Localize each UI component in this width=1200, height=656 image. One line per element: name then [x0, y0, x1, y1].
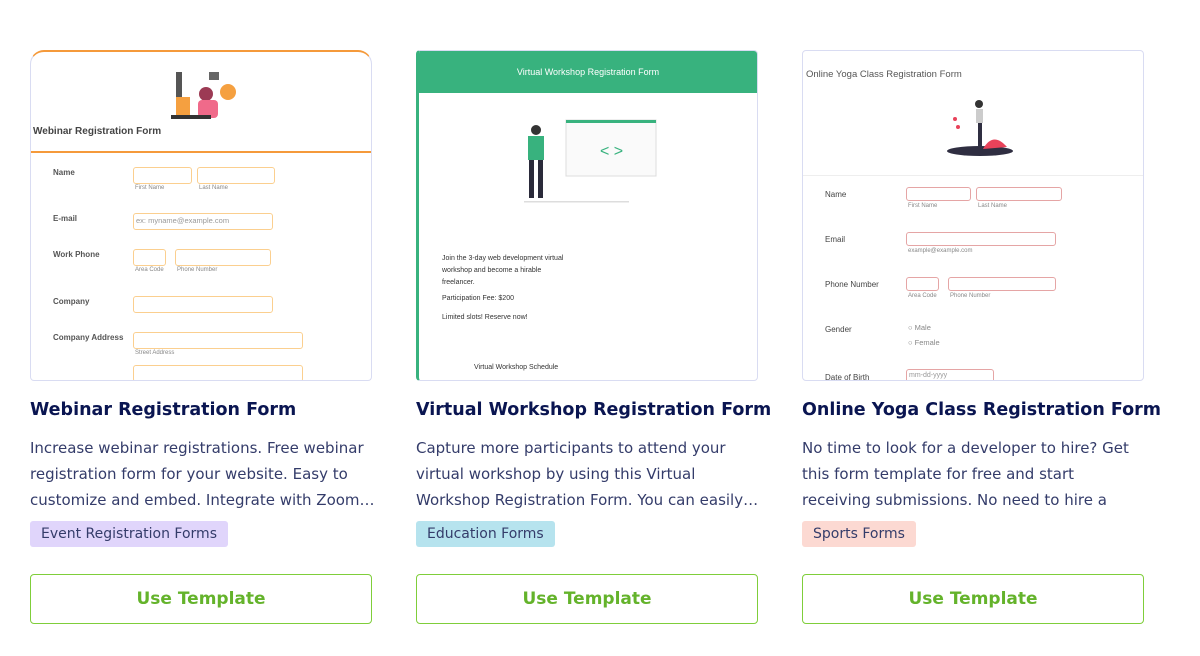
card-title[interactable]: Webinar Registration Form	[30, 400, 297, 420]
field-label: Company Address	[53, 333, 124, 342]
field-label: Name	[825, 190, 847, 199]
preview-intro: Join the 3-day web development virtual w…	[442, 255, 564, 286]
field-label: Company	[53, 297, 90, 306]
preview-slots: Limited slots! Reserve now!	[442, 314, 528, 321]
field-label: Email	[825, 235, 846, 244]
option-label: Female	[914, 338, 940, 347]
radio-option-female[interactable]: ○ Female	[908, 338, 940, 347]
field-label: Phone Number	[825, 280, 879, 289]
divider	[31, 151, 371, 153]
template-preview[interactable]: Virtual Workshop Registration Form < > J…	[416, 50, 758, 381]
template-preview[interactable]: Online Yoga Class Registration Form Name…	[802, 50, 1144, 381]
preview-heading: Webinar Registration Form	[33, 126, 162, 137]
sublabel: example@example.com	[908, 248, 973, 254]
card-description: Capture more participants to attend your…	[416, 439, 759, 509]
sublabel: Last Name	[199, 185, 229, 191]
date-placeholder: mm-dd-yyyy	[909, 372, 948, 379]
sublabel: First Name	[135, 185, 165, 191]
use-template-button[interactable]: Use Template	[416, 574, 758, 624]
field-label: Gender	[825, 325, 852, 334]
radio-option-male[interactable]: ○ Male	[908, 323, 931, 332]
template-card-webinar: Webinar Registration Form Name First Nam…	[30, 50, 375, 624]
preview-fee: Participation Fee: $200	[442, 295, 514, 302]
card-description: No time to look for a developer to hire?…	[802, 439, 1129, 509]
category-tag[interactable]: Education Forms	[416, 521, 555, 547]
sublabel: Street Address	[135, 350, 175, 356]
sublabel: Last Name	[978, 203, 1008, 209]
field-label: E-mail	[53, 214, 78, 223]
illustration-icon	[171, 72, 236, 119]
svg-text:< >: < >	[600, 143, 623, 160]
email-placeholder: ex: myname@example.com	[136, 216, 230, 225]
template-preview[interactable]: Webinar Registration Form Name First Nam…	[30, 50, 372, 381]
divider	[803, 175, 1143, 176]
sublabel: Area Code	[908, 293, 937, 299]
use-template-button[interactable]: Use Template	[30, 574, 372, 624]
preview-header	[419, 51, 757, 93]
template-card-virtual-workshop: Virtual Workshop Registration Form < > J…	[416, 50, 771, 624]
card-title[interactable]: Virtual Workshop Registration Form	[416, 400, 772, 420]
sublabel: Phone Number	[177, 267, 218, 273]
sublabel: First Name	[908, 203, 938, 209]
field-label: Name	[53, 168, 75, 177]
sublabel: Phone Number	[950, 293, 991, 299]
yoga-illustration-icon	[947, 100, 1013, 156]
illustration-icon: < >	[524, 119, 657, 203]
sublabel: Area Code	[135, 267, 164, 273]
category-tag[interactable]: Sports Forms	[802, 521, 916, 547]
preview-heading: Online Yoga Class Registration Form	[806, 69, 962, 80]
card-description: Increase webinar registrations. Free web…	[30, 439, 375, 509]
use-template-button[interactable]: Use Template	[802, 574, 1144, 624]
category-tag[interactable]: Event Registration Forms	[30, 521, 228, 547]
card-title[interactable]: Online Yoga Class Registration Form	[802, 400, 1162, 420]
option-label: Male	[914, 323, 931, 332]
preview-schedule: Virtual Workshop Schedule	[474, 364, 559, 371]
template-card-online-yoga: Online Yoga Class Registration Form Name…	[802, 50, 1161, 624]
preview-heading: Virtual Workshop Registration Form	[516, 67, 660, 77]
field-label: Work Phone	[53, 250, 100, 259]
field-label: Date of Birth	[825, 373, 870, 381]
